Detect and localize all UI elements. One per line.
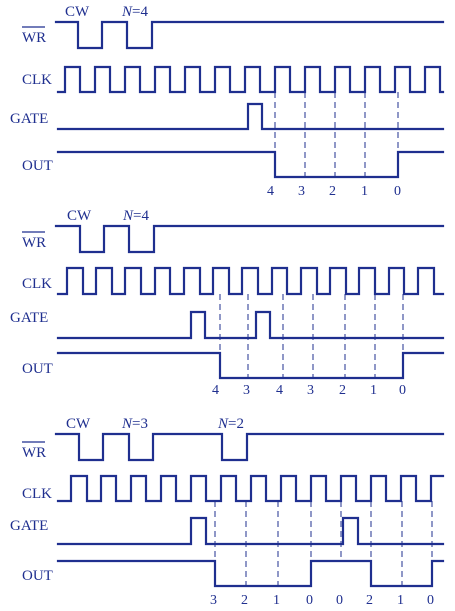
wr-label-1: WR — [22, 30, 46, 46]
count-label: 3 — [307, 383, 314, 398]
count-label: 4 — [212, 383, 219, 398]
count-label: 1 — [370, 383, 377, 398]
panel-1: WR CW N=4 CLK GATE OUT 4 3 2 1 0 — [10, 4, 445, 199]
count-label: 1 — [397, 593, 404, 608]
n-label-3: N=3 — [121, 416, 148, 432]
wr-waveform-3 — [54, 432, 445, 462]
out-label-3: OUT — [22, 568, 53, 584]
count-label: 0 — [394, 184, 401, 199]
n-label-1: N=4 — [121, 4, 148, 20]
clk-label-1: CLK — [22, 72, 52, 88]
clk-label-3: CLK — [22, 486, 52, 502]
clk-waveform-2 — [56, 266, 445, 296]
count-label: 4 — [267, 184, 274, 199]
count-label: 3 — [210, 593, 217, 608]
count-label: 3 — [298, 184, 305, 199]
gate-label-1: GATE — [10, 111, 48, 127]
wr-waveform-1 — [54, 20, 445, 50]
count-label: 0 — [427, 593, 434, 608]
count-label: 2 — [366, 593, 373, 608]
n2-label-3: N=2 — [217, 416, 244, 432]
wr-label-3: WR — [22, 445, 46, 461]
gate-waveform-2 — [56, 310, 445, 340]
count-label: 2 — [241, 593, 248, 608]
clk-waveform-3 — [56, 474, 445, 503]
count-label: 2 — [339, 383, 346, 398]
wr-waveform-2 — [54, 224, 445, 254]
wr-label-2: WR — [22, 235, 46, 251]
out-waveform-3 — [56, 559, 445, 588]
count-label: 4 — [276, 383, 283, 398]
gate-label-3: GATE — [10, 518, 48, 534]
clk-waveform-1 — [56, 65, 445, 94]
clk-label-2: CLK — [22, 276, 52, 292]
panel-2: WR CW N=4 CLK GATE OUT 4 3 4 3 2 1 0 — [10, 208, 445, 398]
out-label-1: OUT — [22, 158, 53, 174]
count-label: 3 — [243, 383, 250, 398]
count-label: 0 — [399, 383, 406, 398]
n-label-2: N=4 — [122, 208, 149, 224]
panel-3: WR CW N=3 N=2 CLK GATE OUT 3 2 1 0 0 2 1… — [10, 416, 445, 608]
out-label-2: OUT — [22, 361, 53, 377]
cw-label-2: CW — [67, 208, 92, 224]
cw-label-3: CW — [66, 416, 91, 432]
out-waveform-2 — [56, 351, 445, 380]
count-label: 2 — [329, 184, 336, 199]
gate-waveform-3 — [56, 516, 445, 546]
gate-label-2: GATE — [10, 310, 48, 326]
cw-label-1: CW — [65, 4, 90, 20]
count-label: 0 — [306, 593, 313, 608]
count-label: 0 — [336, 593, 343, 608]
gate-waveform-1 — [56, 102, 445, 131]
out-waveform-1 — [56, 150, 445, 179]
count-label: 1 — [273, 593, 280, 608]
count-label: 1 — [361, 184, 368, 199]
